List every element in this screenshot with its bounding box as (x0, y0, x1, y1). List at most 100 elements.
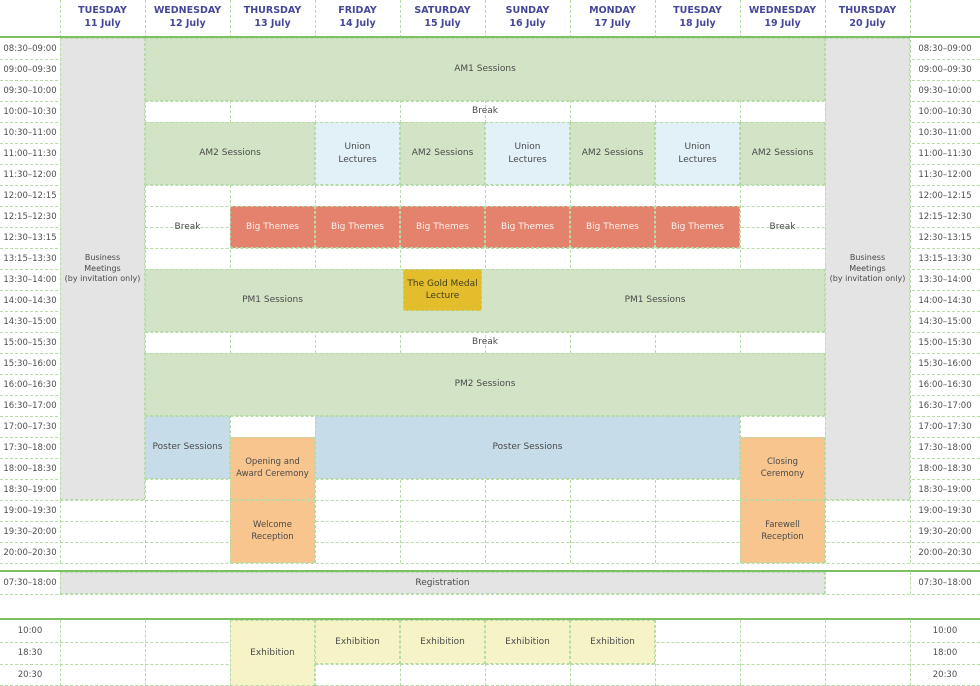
big-themes-tue18: Big Themes (655, 206, 740, 248)
gold-medal-lecture-label: The Gold Medal Lecture (407, 278, 478, 301)
header-underline (0, 36, 980, 38)
time-label-left: 11:30–12:00 (3, 169, 57, 180)
exhibition-mon17-label: Exhibition (590, 636, 635, 647)
column-separator (910, 620, 911, 686)
column-separator (740, 620, 741, 686)
closing-ceremony-label: Closing Ceremony (760, 457, 805, 479)
break-morning-label: Break (472, 106, 498, 117)
time-label-left: 14:30–15:00 (3, 316, 57, 327)
time-label-right: 19:00–19:30 (918, 505, 972, 516)
registration-time-left: 07:30–18:00 (3, 578, 57, 588)
union-lectures-tue18-label: Union Lectures (678, 142, 717, 165)
exhibition-time-left: 20:30 (17, 670, 43, 680)
exhibition-time-left: 18:30 (17, 648, 43, 658)
time-label-right: 12:00–12:15 (918, 190, 972, 201)
column-separator (910, 572, 911, 594)
gold-medal-lecture: The Gold Medal Lecture (403, 269, 482, 311)
am1-sessions-label: AM1 Sessions (454, 64, 516, 75)
time-label-right: 11:00–11:30 (918, 148, 972, 159)
time-label-left: 09:30–10:00 (3, 85, 57, 96)
time-label-right: 08:30–09:00 (918, 43, 972, 54)
poster-sessions-fri-tue: Poster Sessions (315, 416, 740, 479)
big-themes-mon17: Big Themes (570, 206, 655, 248)
day-name: SATURDAY (414, 5, 471, 17)
am2-sessions-sat15: AM2 Sessions (400, 122, 485, 185)
day-name: THURSDAY (243, 5, 302, 17)
day-name: TUESDAY (673, 5, 722, 17)
big-themes-sun16: Big Themes (485, 206, 570, 248)
day-date: 20 July (849, 18, 886, 29)
time-label-right: 18:30–19:00 (918, 484, 972, 495)
exhibition-fri14: Exhibition (315, 620, 400, 664)
pm1-sessions-label-right-label: PM1 Sessions (624, 295, 686, 306)
time-label-left: 12:30–13:15 (3, 232, 57, 243)
day-name: MONDAY (589, 5, 636, 17)
row-separator (0, 594, 980, 595)
farewell-reception-label: Farewell Reception (761, 520, 804, 542)
am2-sessions-mon17-label: AM2 Sessions (581, 148, 644, 159)
time-label-left: 19:30–20:00 (3, 526, 57, 537)
column-separator (145, 620, 146, 686)
registration-label: Registration (415, 577, 470, 588)
time-label-right: 18:00–18:30 (918, 463, 972, 474)
time-label-right: 12:30–13:15 (918, 232, 972, 243)
day-date: 14 July (339, 18, 376, 29)
time-label-right: 09:00–09:30 (918, 64, 972, 75)
time-label-left: 13:15–13:30 (3, 253, 57, 264)
big-themes-tue18-label: Big Themes (671, 221, 724, 232)
time-label-right: 15:30–16:00 (918, 358, 972, 369)
am2-sessions-wed19-label: AM2 Sessions (751, 148, 814, 159)
am2-sessions-wed12-thu13-label: AM2 Sessions (199, 148, 261, 159)
break-afternoon: Break (145, 332, 825, 353)
exhibition-time-left: 10:00 (17, 626, 43, 636)
row-separator (0, 521, 980, 522)
registration-time-right: 07:30–18:00 (918, 578, 972, 588)
time-label-left: 12:00–12:15 (3, 190, 57, 201)
time-label-left: 14:00–14:30 (3, 295, 57, 306)
union-lectures-tue18: Union Lectures (655, 122, 740, 185)
big-themes-sat15-label: Big Themes (416, 221, 469, 232)
time-label-left: 08:30–09:00 (3, 43, 57, 54)
am2-sessions-mon17: AM2 Sessions (570, 122, 655, 185)
column-separator (825, 572, 826, 594)
break-midday-wed19: Break (740, 185, 825, 269)
day-name: WEDNESDAY (748, 5, 817, 17)
column-separator (60, 620, 61, 686)
day-date: 13 July (254, 18, 291, 29)
exhibition-time-right: 20:30 (932, 670, 958, 680)
big-themes-sun16-label: Big Themes (501, 221, 554, 232)
column-separator (910, 0, 911, 563)
poster-sessions-wed12-label: Poster Sessions (152, 442, 223, 453)
time-label-left: 10:00–10:30 (3, 106, 57, 117)
time-label-right: 12:15–12:30 (918, 211, 972, 222)
exhibition-sun16-label: Exhibition (505, 636, 550, 647)
column-separator (825, 620, 826, 686)
row-separator (0, 248, 980, 249)
exhibition-fri14-label: Exhibition (335, 636, 380, 647)
time-label-left: 20:00–20:30 (3, 547, 57, 558)
business-meetings-tue11: Business Meetings (by invitation only) (60, 38, 145, 500)
union-lectures-sun16: Union Lectures (485, 122, 570, 185)
business-meetings-tue11-label: Business Meetings (by invitation only) (64, 252, 141, 284)
registration-top-line (0, 570, 980, 572)
day-name: WEDNESDAY (153, 5, 222, 17)
time-label-left: 18:30–19:00 (3, 484, 57, 495)
union-lectures-sun16-label: Union Lectures (508, 142, 547, 165)
closing-ceremony: Closing Ceremony (740, 437, 825, 500)
time-label-right: 16:30–17:00 (918, 400, 972, 411)
day-date: 17 July (594, 18, 631, 29)
time-label-right: 20:00–20:30 (918, 547, 972, 558)
time-label-right: 14:30–15:00 (918, 316, 972, 327)
day-date: 15 July (424, 18, 461, 29)
exhibition-sat15-label: Exhibition (420, 636, 465, 647)
time-label-right: 09:30–10:00 (918, 85, 972, 96)
time-label-left: 17:00–17:30 (3, 421, 57, 432)
